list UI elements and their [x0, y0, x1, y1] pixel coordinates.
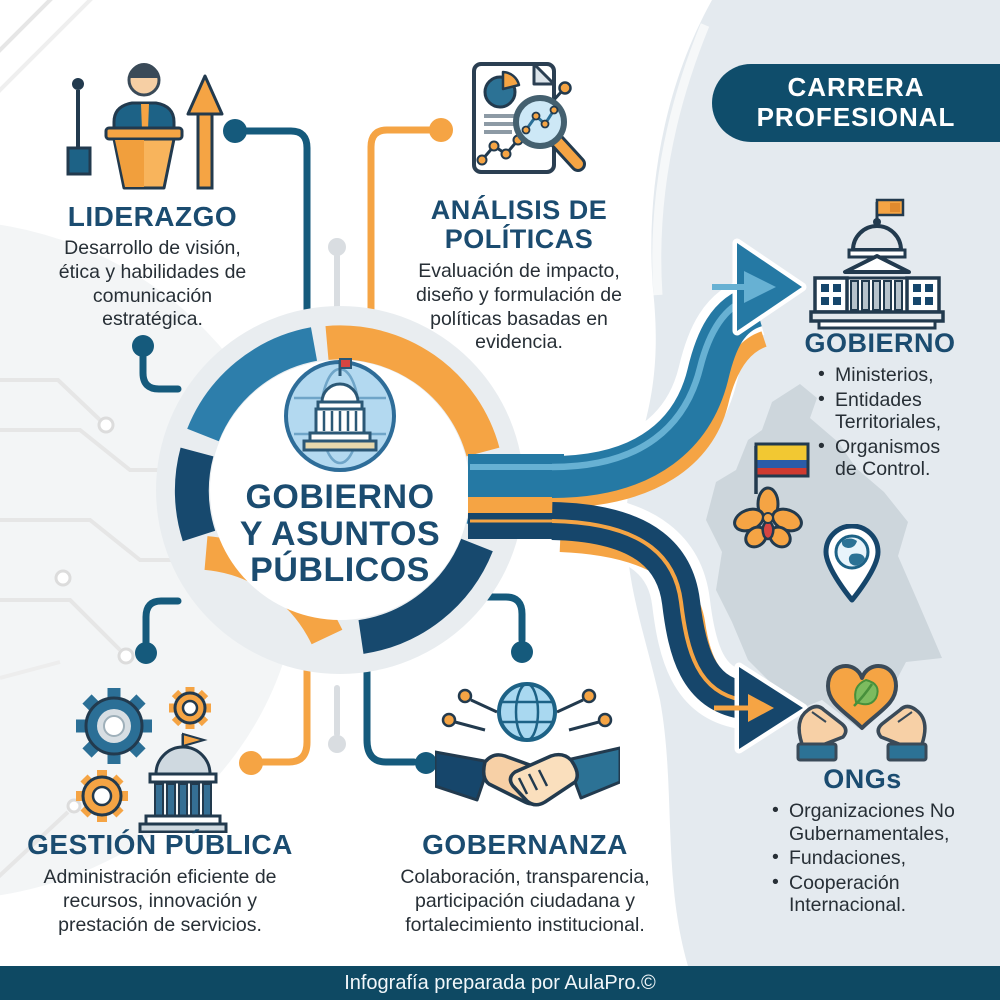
center-title: GOBIERNO Y ASUNTOS PÚBLICOS	[210, 479, 470, 589]
career-banner-label: CARRERA PROFESIONAL	[756, 72, 956, 132]
arrowhead-gobierno	[712, 238, 807, 336]
colombian-flag-orchid-icon	[726, 434, 826, 559]
footer-credit-text: Infografía preparada por AulaPro.©	[344, 971, 656, 994]
globe-pin-icon	[822, 524, 882, 604]
center-title-line2: Y ASUNTOS	[239, 514, 441, 553]
gobierno-path-list: Ministerios, Entidades Territoriales, Or…	[818, 363, 958, 483]
arrowhead-ongs	[714, 662, 808, 754]
gobernanza-title: GOBERNANZA	[422, 829, 628, 860]
list-item: Ministerios,	[818, 363, 958, 387]
list-item: Entidades Territoriales,	[818, 388, 958, 434]
capitol-globe-icon	[284, 358, 396, 472]
connector-lines	[132, 118, 533, 775]
ongs-path-list: Organizaciones No Gubernamentales, Funda…	[772, 799, 984, 919]
handshake-globe-icon	[435, 674, 620, 834]
document-magnifier-icon	[448, 58, 598, 198]
government-building-icon	[802, 194, 952, 334]
liderazgo-title: LIDERAZGO	[67, 201, 238, 232]
career-banner: CARRERA PROFESIONAL	[712, 64, 1000, 142]
central-ring	[156, 306, 524, 674]
career-arrows	[468, 238, 808, 754]
analisis-description: Evaluación de impacto, diseño y formulac…	[416, 260, 622, 354]
hands-heart-icon	[790, 646, 935, 766]
footer-credit-bar: Infografía preparada por AulaPro.©	[0, 966, 1000, 1000]
analisis-title: ANÁLISIS DE POLÍTICAS	[430, 195, 608, 255]
list-item: Organismos de Control.	[818, 435, 958, 481]
ongs-path-title: ONGs	[823, 764, 902, 794]
gears-building-icon	[62, 678, 247, 833]
liderazgo-description: Desarrollo de visión, ética y habilidade…	[58, 237, 247, 331]
gobierno-path-title: GOBIERNO	[804, 328, 956, 358]
gestion-title: GESTIÓN PÚBLICA	[27, 829, 293, 860]
podium-speaker-icon	[62, 56, 232, 196]
gobernanza-description: Colaboración, transparencia, participaci…	[400, 866, 650, 936]
list-item: Cooperación Internacional.	[772, 871, 984, 917]
gestion-description: Administración eficiente de recursos, in…	[43, 866, 277, 936]
list-item: Fundaciones,	[772, 846, 984, 870]
center-title-line3: PÚBLICOS	[250, 551, 430, 590]
list-item: Organizaciones No Gubernamentales,	[772, 799, 984, 845]
center-title-line1: GOBIERNO	[245, 478, 435, 516]
